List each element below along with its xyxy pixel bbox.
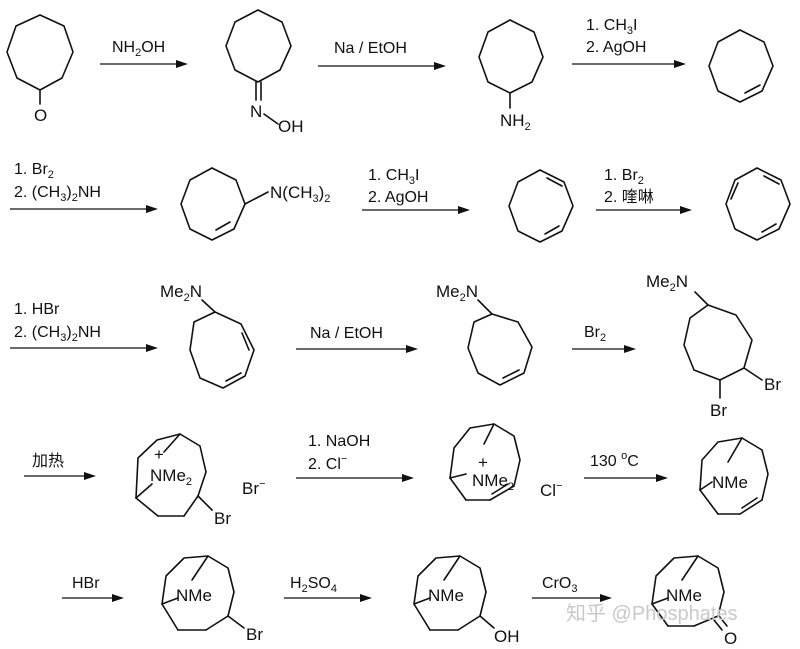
compound-tropinone: NMe O — [651, 555, 737, 648]
label-nme2: NMe2 — [472, 471, 514, 493]
compound-bromo-tropanium-bromide: + NMe2 Br Br− — [135, 433, 265, 528]
compound-cycloheptadiene — [508, 169, 574, 243]
label-dimethylamino: Me2N — [436, 282, 478, 304]
condition-hbr: 1. HBr — [14, 301, 60, 318]
condition-chromium-trioxide: CrO3 — [542, 575, 577, 595]
condition-br2: 1. Br2 — [14, 161, 54, 181]
condition-ch3i: 1. CH3I — [586, 17, 637, 37]
label-bromine: Br — [214, 509, 231, 528]
condition-chloride: 2. Cl− — [308, 453, 347, 473]
arrow-9: Br2 — [572, 324, 636, 353]
label-dimethylamino: Me2N — [646, 272, 688, 294]
condition-quinoline: 2. 喹啉 — [604, 188, 654, 206]
label-bromine: Br — [246, 625, 263, 644]
compound-tropine: NMe OH — [413, 555, 520, 646]
watermark-text: 知乎 @Phosphates — [566, 602, 738, 625]
compound-dimethylamino-cycloheptene: N(CH3)2 — [180, 167, 330, 241]
label-nme: NMe — [712, 473, 748, 492]
arrow-11: 1. NaOH 2. Cl− — [296, 433, 414, 482]
condition-na-etoh: Na / EtOH — [334, 40, 407, 57]
arrow-3: 1. CH3I 2. AgOH — [572, 17, 686, 68]
arrow-7: 1. HBr 2. (CH3)2NH — [10, 301, 158, 352]
compound-dimethylamino-cycloheptene-2: Me2N — [436, 282, 533, 386]
arrow-1: NH2OH — [100, 39, 188, 68]
label-counter-ion: Cl− — [540, 480, 563, 500]
label-oxygen: O — [34, 106, 47, 125]
compound-dimethylamino-cycloheptadiene: Me2N — [160, 282, 255, 389]
label-plus: + — [478, 453, 488, 472]
label-oxime-n: N — [250, 102, 262, 121]
label-oxime-oh: OH — [278, 117, 304, 136]
arrow-13: HBr — [62, 575, 124, 602]
compound-cycloheptanone-oxime: N OH — [225, 9, 304, 136]
arrow-12: 130 oC — [584, 450, 668, 482]
label-nme: NMe — [428, 586, 464, 605]
condition-br2: 1. Br2 — [604, 167, 644, 187]
condition-hydroxylamine: NH2OH — [112, 39, 165, 59]
label-nme: NMe — [666, 586, 702, 605]
label-nme: NMe — [176, 586, 212, 605]
compound-bromotropane: NMe Br — [161, 555, 263, 644]
compound-dibromo-dimethylamino-cycloheptane: Me2N Br Br — [646, 272, 781, 420]
condition-hbr: HBr — [72, 575, 100, 592]
condition-sulfuric-acid: H2SO4 — [290, 575, 337, 595]
compound-cycloheptatriene — [725, 167, 791, 241]
compound-tropidine: NMe — [699, 437, 769, 515]
label-dimethylamino: Me2N — [160, 282, 202, 304]
condition-dimethylamine: 2. (CH3)2NH — [14, 324, 101, 344]
label-nme2: NMe2 — [150, 466, 192, 488]
arrow-5: 1. CH3I 2. AgOH — [362, 167, 470, 214]
arrow-2: Na / EtOH — [318, 40, 446, 70]
label-amine: NH2 — [500, 111, 531, 133]
condition-temperature: 130 oC — [590, 450, 639, 470]
condition-dimethylamine: 2. (CH3)2NH — [14, 184, 101, 204]
label-bromine-1: Br — [764, 375, 781, 394]
compound-cycloheptene — [708, 29, 774, 103]
label-counter-ion: Br− — [242, 478, 265, 498]
compound-cycloheptylamine: NH2 — [478, 19, 544, 133]
arrow-10: 加热 — [24, 452, 96, 480]
label-carbonyl-oxygen: O — [724, 629, 737, 648]
condition-naoh: 1. NaOH — [308, 433, 370, 450]
compound-cycloheptanone: O — [6, 14, 74, 125]
arrow-14: H2SO4 — [284, 575, 372, 602]
condition-agoh: 2. AgOH — [368, 189, 428, 206]
condition-ch3i: 1. CH3I — [368, 167, 419, 187]
label-bromine-2: Br — [710, 401, 727, 420]
condition-br2: Br2 — [584, 324, 606, 344]
compound-tropenium-chloride: + NMe2 Cl− — [449, 423, 563, 501]
arrow-15: CrO3 — [532, 575, 612, 602]
arrow-6: 1. Br2 2. 喹啉 — [596, 167, 692, 214]
condition-heat: 加热 — [32, 452, 64, 470]
arrow-8: Na / EtOH — [296, 325, 418, 353]
arrow-4: 1. Br2 2. (CH3)2NH — [10, 161, 158, 213]
label-plus: + — [154, 445, 164, 464]
label-dimethylamino: N(CH3)2 — [270, 183, 330, 205]
condition-agoh: 2. AgOH — [586, 39, 646, 56]
condition-na-etoh: Na / EtOH — [310, 325, 383, 342]
label-hydroxyl: OH — [494, 627, 520, 646]
